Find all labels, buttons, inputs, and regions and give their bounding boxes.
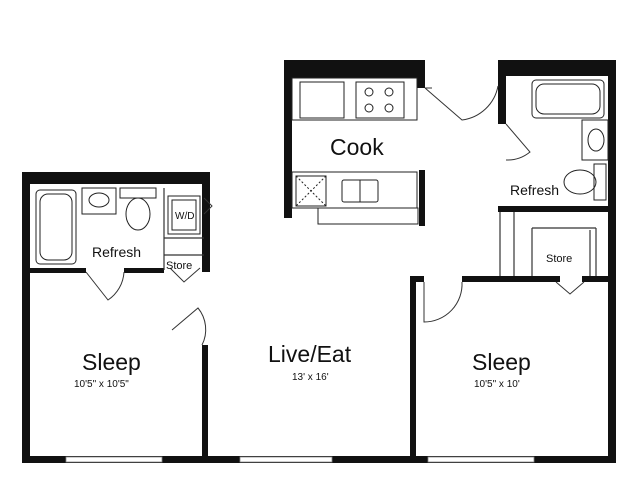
store-right-label: Store xyxy=(546,253,572,265)
room-labels: Cook Refresh Refresh Store Store W/D Sle… xyxy=(74,134,572,390)
toilet-right xyxy=(563,169,597,195)
bedroom-left-label: Sleep xyxy=(82,349,141,375)
windows xyxy=(65,456,535,463)
washer-dryer-unit xyxy=(167,195,201,235)
bathtub xyxy=(35,189,77,265)
store-left-label: Store xyxy=(166,260,192,272)
bath-left-label: Refresh xyxy=(92,244,141,260)
kitchen-label: Cook xyxy=(330,134,384,160)
partitions xyxy=(163,188,597,276)
left-bath-fixtures xyxy=(35,187,157,265)
stove xyxy=(355,81,405,119)
right-bath-fixtures xyxy=(531,79,609,201)
bedroom-right-label: Sleep xyxy=(472,349,531,375)
living-size: 13' x 16' xyxy=(292,372,329,383)
bathtub-right xyxy=(531,79,605,119)
living-label: Live/Eat xyxy=(268,341,352,367)
doors xyxy=(85,85,585,346)
toilet xyxy=(125,197,151,231)
washer-dryer-label: W/D xyxy=(175,211,194,222)
bedroom-right-size: 10'5" x 10' xyxy=(474,379,520,390)
bedroom-left-size: 10'5" x 10'5" xyxy=(74,379,129,390)
kitchen-fixtures xyxy=(291,77,419,225)
bath-right-label: Refresh xyxy=(510,182,559,198)
refrigerator xyxy=(299,81,345,119)
dishwasher xyxy=(295,175,327,207)
